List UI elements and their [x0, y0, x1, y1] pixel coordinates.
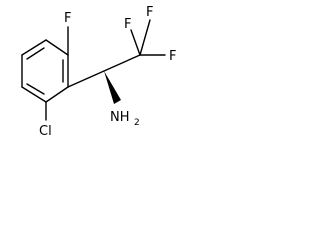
ring-bond-c1-c2: [45, 39, 69, 56]
fluorine-cf3-left-label: F: [124, 17, 131, 32]
wedge-bond-to-amine: [104, 71, 121, 104]
bond-cf3-to-fluorine-top: [139, 19, 151, 56]
ring-double-bond-inner-2: [26, 83, 45, 95]
ring-bond-c2-c3: [21, 39, 47, 56]
fluorine-ring-label: F: [64, 11, 71, 26]
ring-bond-c4-c5: [21, 86, 47, 103]
ring-double-bond-inner-1: [26, 47, 45, 60]
bond-stereocenter-to-cf3: [103, 54, 141, 72]
bond-ring-to-stereocenter: [67, 70, 105, 88]
atom-labels: F Cl F F F NH 2: [39, 5, 176, 139]
ring-bond-c5-c6: [45, 86, 69, 103]
molecule-structure: F Cl F F F NH 2: [21, 5, 176, 139]
chlorine-label: Cl: [39, 124, 52, 139]
amine-label: NH: [110, 110, 130, 125]
bond-cf3-to-fluorine-left: [130, 29, 141, 56]
structure-canvas: F Cl F F F NH 2: [0, 0, 185, 155]
fluorine-cf3-top-label: F: [146, 5, 153, 20]
fluorine-cf3-right-label: F: [169, 49, 176, 64]
bonds: [21, 19, 166, 121]
amine-subscript: 2: [134, 118, 140, 128]
